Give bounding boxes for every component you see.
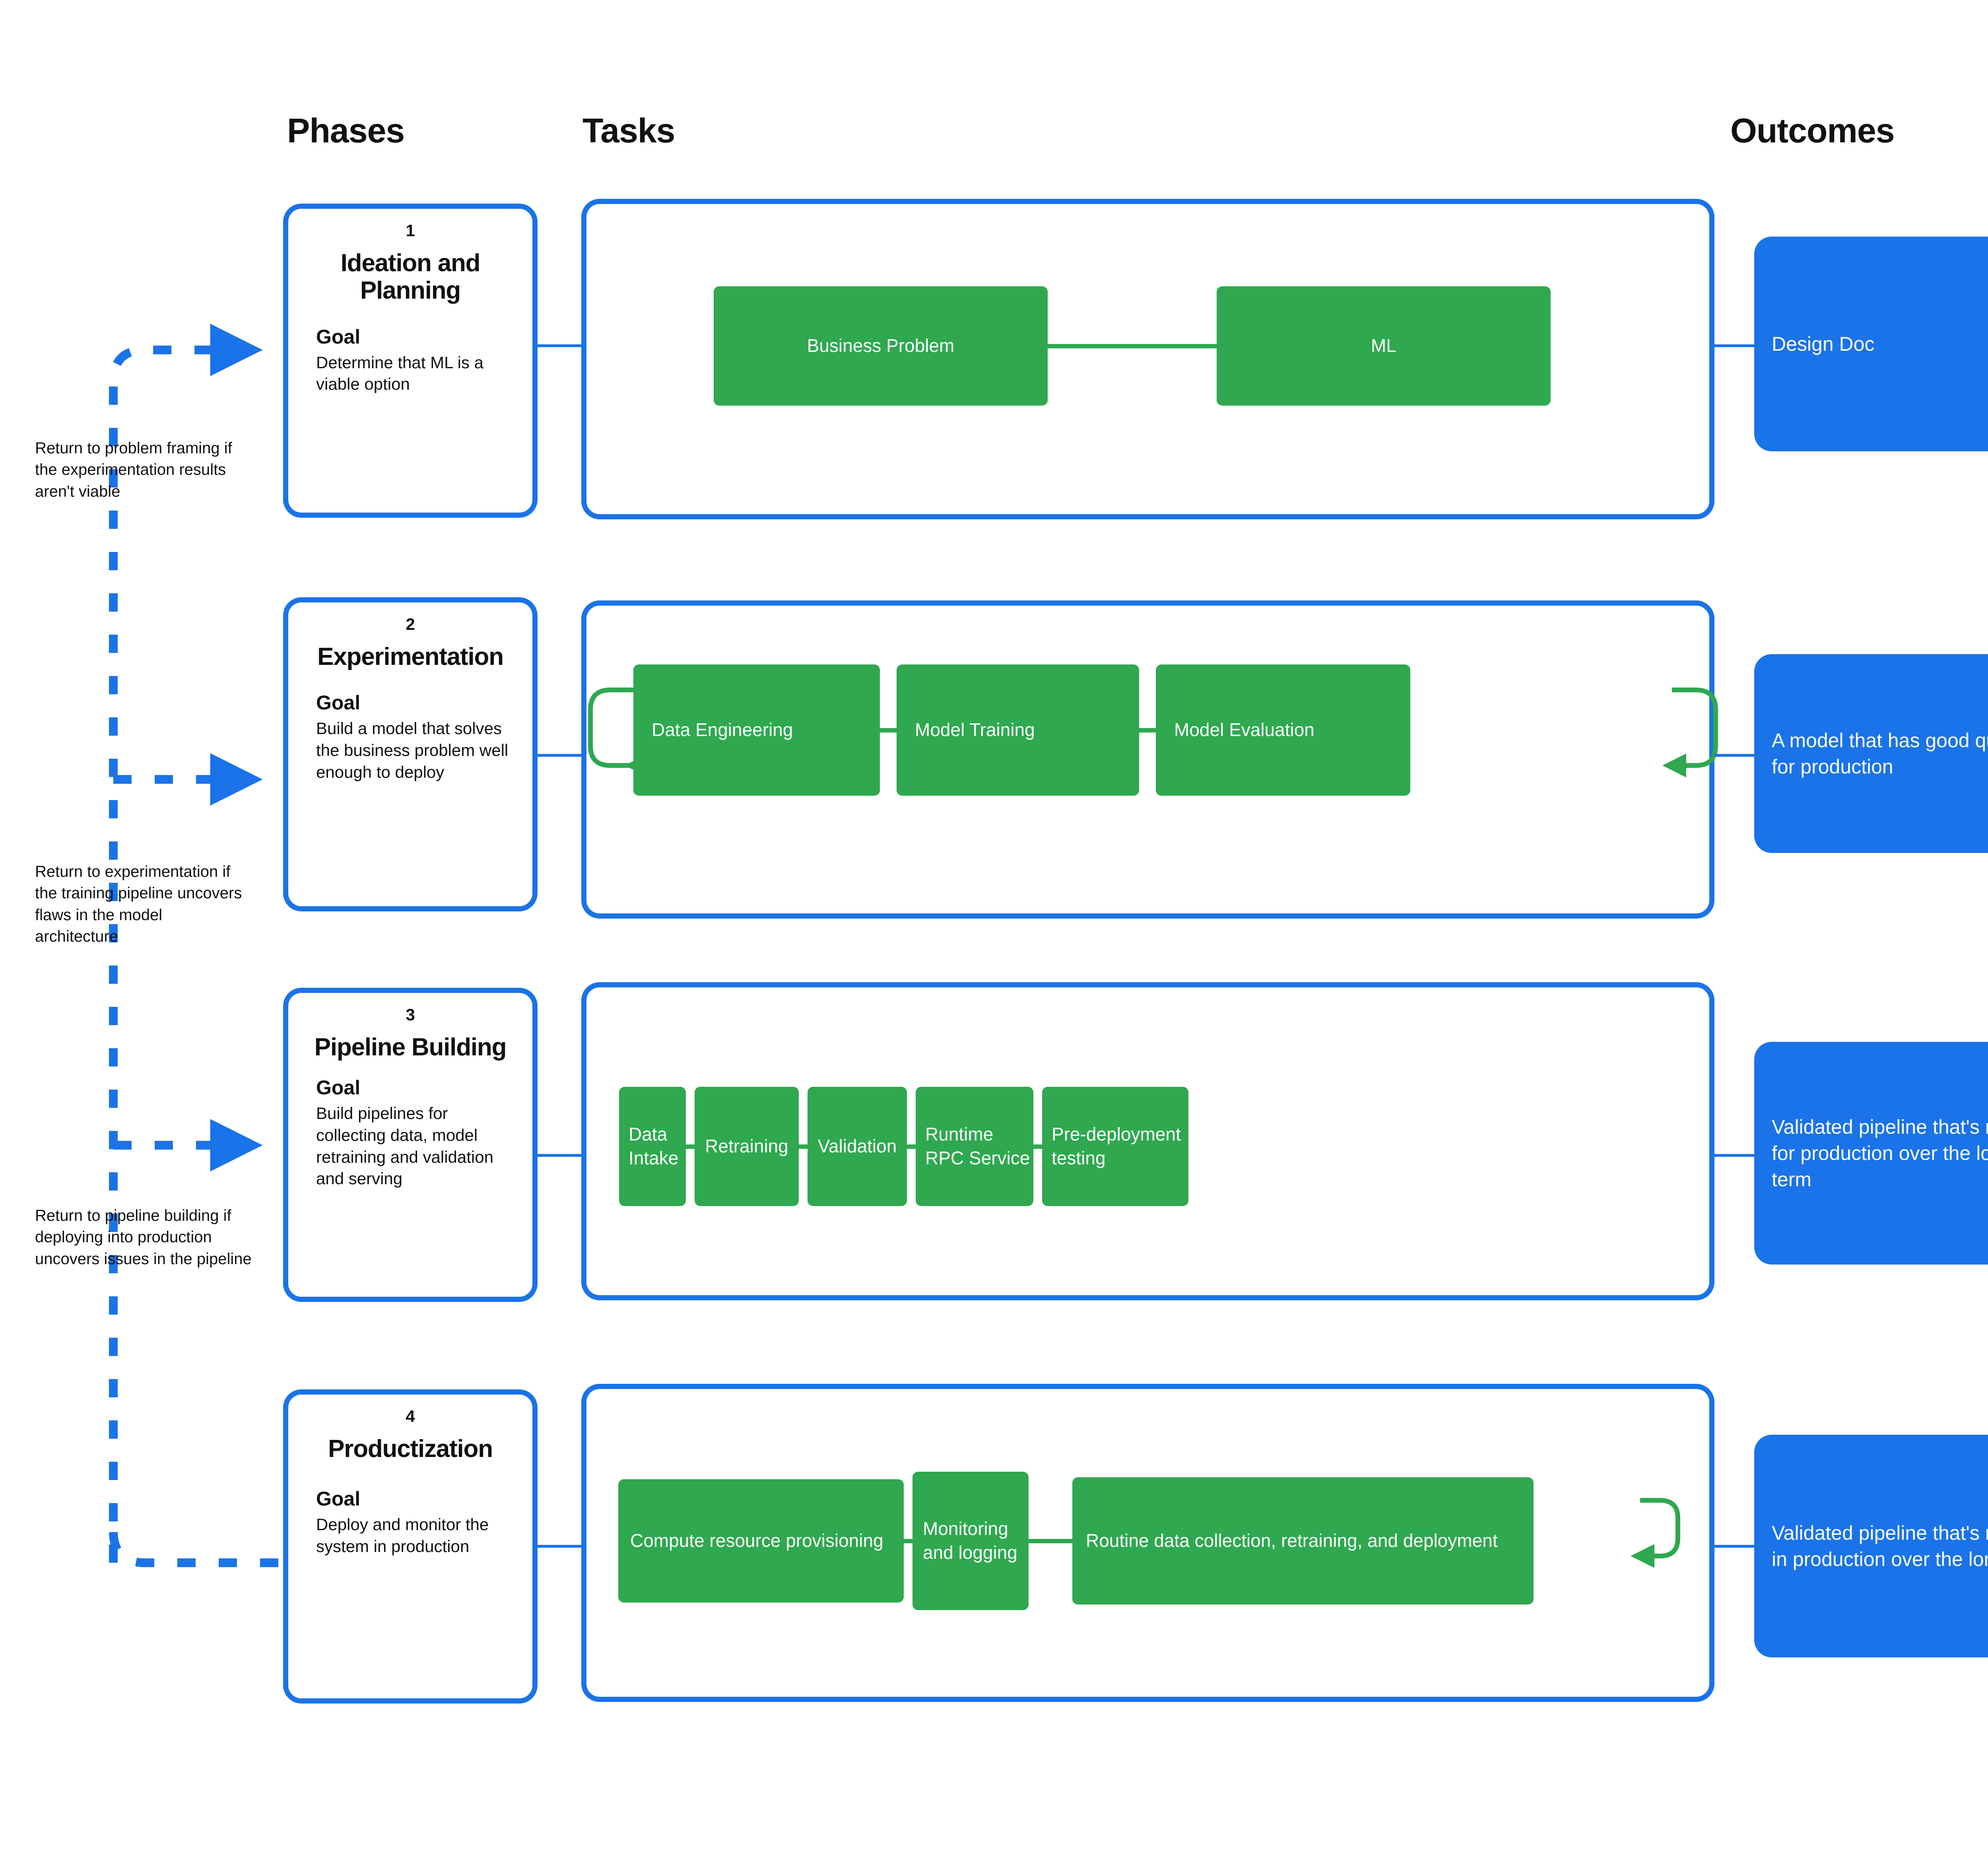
connector-tasks3-outcome (1714, 1154, 1754, 1157)
connector-phase3-tasks (538, 1154, 582, 1157)
phase-card-3[interactable]: 3 Pipeline Building Goal Build pipelines… (283, 988, 538, 1302)
task-box-business-problem[interactable]: Business Problem (714, 286, 1048, 406)
task-connector-3c (907, 1144, 916, 1149)
phase-number-2: 2 (406, 615, 415, 633)
left-feedback-trunk (109, 324, 263, 1563)
task-box-compute-resource-provisioning[interactable]: Compute resource provisioning (618, 1479, 904, 1603)
phase-card-1[interactable]: 1 Ideation and Planning Goal Determine t… (283, 204, 538, 518)
goal-text-1: Determine that ML is a viable option (316, 353, 483, 394)
outcome-box-2[interactable]: A model that has good quality for produc… (1754, 654, 1988, 853)
connector-tasks2-outcome (1714, 754, 1754, 757)
task-box-retraining[interactable]: Retraining (695, 1087, 799, 1206)
goal-block-1: Goal Determine that ML is a viable optio… (316, 326, 532, 395)
phase-number-4: 4 (406, 1407, 415, 1426)
phase-number-1: 1 (406, 221, 415, 240)
task-connector-4a (904, 1539, 912, 1543)
outcome-box-3[interactable]: Validated pipeline that's ready for prod… (1754, 1042, 1988, 1265)
task-box-monitoring-and-logging[interactable]: Monitoring and logging (912, 1472, 1029, 1610)
phase-title-3: Pipeline Building (314, 1033, 507, 1061)
return-note-1: Return to problem framing if the experim… (35, 439, 232, 500)
goal-block-2: Goal Build a model that solves the busin… (316, 692, 532, 783)
goal-text-3: Build pipelines for collecting data, mod… (316, 1104, 493, 1188)
outcome-box-1[interactable]: Design Doc (1754, 237, 1988, 451)
goal-block-4: Goal Deploy and monitor the system in pr… (316, 1488, 532, 1557)
task-box-runtime-rpc-service[interactable]: Runtime RPC Service (916, 1087, 1033, 1206)
connector-phase4-tasks (538, 1545, 582, 1548)
task-box-data-engineering[interactable]: Data Engineering (633, 664, 880, 796)
tasks-panel-2: Data Engineering Model Training Model Ev… (581, 600, 1718, 919)
task-connector-3d (1033, 1144, 1042, 1149)
goal-label-4: Goal (316, 1488, 361, 1510)
task-connector-3a (686, 1144, 695, 1149)
goal-block-3: Goal Build pipelines for collecting data… (316, 1077, 532, 1189)
column-header-tasks: Tasks (582, 112, 675, 150)
goal-label-2: Goal (316, 692, 361, 714)
connector-phase2-tasks (538, 754, 582, 757)
tasks-panel-1: Business Problem ML (581, 199, 1714, 519)
phase-card-4[interactable]: 4 Productization Goal Deploy and monitor… (283, 1389, 538, 1704)
phase-title-1: Ideation and Planning (340, 249, 481, 305)
column-header-phases: Phases (287, 112, 405, 150)
task-box-data-intake[interactable]: Data Intake (619, 1087, 686, 1206)
task-box-validation[interactable]: Validation (808, 1087, 907, 1206)
phase-card-2[interactable]: 2 Experimentation Goal Build a model tha… (283, 597, 538, 911)
tasks-panel-3: Data Intake Retraining Validation Runtim… (581, 982, 1714, 1300)
goal-text-2: Build a model that solves the business p… (316, 719, 509, 781)
connector-tasks1-outcome (1714, 344, 1754, 347)
return-note-3: Return to pipeline building if deploying… (35, 1207, 252, 1268)
task-connector-2b (1139, 728, 1156, 732)
task-connector-1a (1048, 344, 1217, 348)
task-box-ml[interactable]: ML (1217, 286, 1551, 406)
goal-text-4: Deploy and monitor the system in product… (316, 1515, 489, 1556)
return-note-2: Return to experimentation if the trainin… (35, 863, 242, 946)
goal-label-3: Goal (316, 1076, 361, 1099)
task-box-pre-deployment-testing[interactable]: Pre-deployment testing (1042, 1087, 1188, 1206)
task-connector-3b (799, 1144, 808, 1149)
task-box-routine-data-collection[interactable]: Routine data collection, retraining, and… (1072, 1477, 1534, 1605)
connector-tasks4-outcome (1714, 1545, 1754, 1548)
left-branch-phase4-source (109, 1531, 278, 1567)
task-connector-2a (880, 728, 897, 732)
task-box-model-training[interactable]: Model Training (897, 664, 1139, 796)
task-connector-4b (1029, 1539, 1072, 1543)
phase-number-3: 3 (406, 1005, 415, 1024)
experimentation-loop-arcs (588, 688, 1718, 777)
connector-phase1-tasks (538, 344, 582, 347)
task-box-model-evaluation[interactable]: Model Evaluation (1156, 664, 1410, 796)
phase-title-2: Experimentation (317, 643, 504, 670)
outcome-box-4[interactable]: Validated pipeline that's running in pro… (1754, 1435, 1988, 1657)
tasks-panel-4: Compute resource provisioning Monitoring… (581, 1384, 1714, 1702)
column-header-outcomes: Outcomes (1730, 112, 1895, 150)
phase-title-4: Productization (328, 1435, 493, 1463)
goal-label-1: Goal (316, 325, 361, 348)
